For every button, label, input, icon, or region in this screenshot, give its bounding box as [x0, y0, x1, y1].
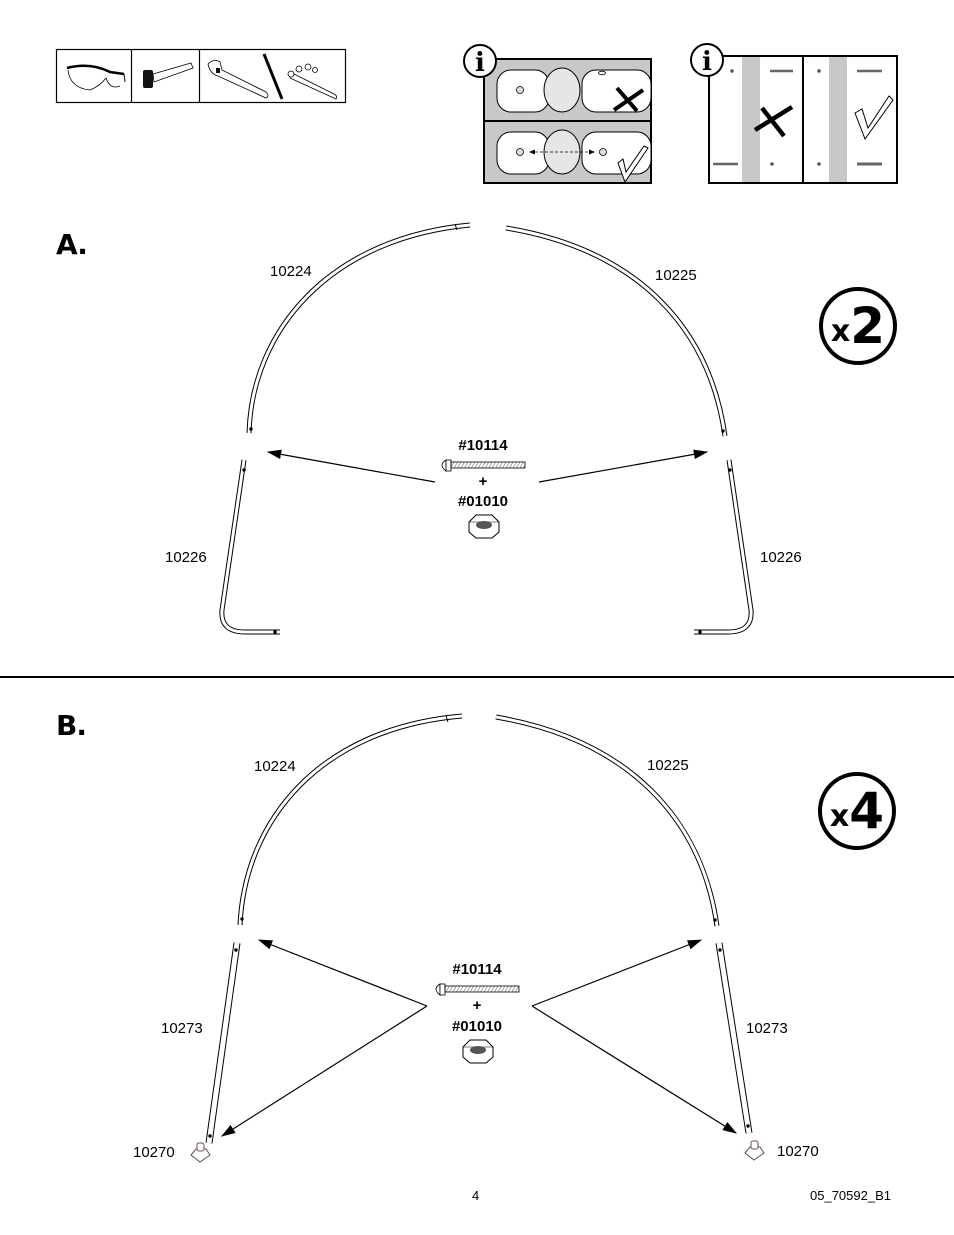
page-number: 4 — [472, 1188, 480, 1203]
foot-bracket-icon — [190, 1142, 211, 1163]
bolt-icon — [435, 983, 520, 996]
part-label-10224: 10224 — [254, 758, 296, 775]
step-a-label: A. — [56, 228, 88, 261]
step-a-tubes — [219, 222, 754, 635]
part-label-10226-left: 10226 — [165, 549, 207, 566]
svg-text:i: i — [475, 48, 485, 78]
mallet-icon — [143, 62, 194, 88]
check-mark-icon — [854, 95, 894, 141]
part-label-10225: 10225 — [647, 757, 689, 774]
nut-part-number: #01010 — [457, 493, 509, 510]
step-b-label: B. — [56, 709, 87, 742]
step-b-tubes — [205, 713, 753, 1144]
bolt-part-number: #10114 — [452, 961, 502, 978]
part-label-10273-left: 10273 — [161, 1020, 203, 1037]
tools-box — [55, 48, 347, 104]
multiplier-count: 2 — [850, 297, 886, 355]
info-icon: i — [690, 43, 724, 77]
x-mark-icon — [753, 105, 794, 138]
hex-nut-icon — [468, 514, 500, 539]
safety-glasses-icon — [66, 64, 126, 91]
plus-sign: + — [478, 473, 488, 490]
plus-sign: + — [472, 997, 482, 1014]
socket-wrench-icon — [287, 63, 338, 100]
multiplier-count: 4 — [849, 782, 885, 840]
part-label-10225: 10225 — [655, 267, 697, 284]
multiplier-x: x — [829, 798, 850, 834]
document-code: 05_70592_B1 — [810, 1188, 891, 1203]
part-label-10270-right: 10270 — [777, 1143, 819, 1160]
step-b-arrows — [220, 939, 738, 1137]
part-label-10273-right: 10273 — [746, 1020, 788, 1037]
hex-nut-icon — [462, 1039, 494, 1064]
part-label-10226-right: 10226 — [760, 549, 802, 566]
foot-bracket-icon — [744, 1140, 765, 1161]
check-mark-icon — [617, 145, 649, 184]
info-panel-bolt-orientation — [708, 55, 898, 184]
nut-part-number: #01010 — [451, 1018, 503, 1035]
step-a-arrows — [266, 449, 709, 483]
svg-text:i: i — [702, 47, 712, 77]
part-label-10224: 10224 — [270, 263, 312, 280]
info-panel-hole-alignment — [483, 58, 652, 184]
bolt-icon — [441, 459, 526, 472]
bolt-part-number: #10114 — [458, 437, 508, 454]
multiplier-x: x — [830, 313, 851, 349]
part-label-10270-left: 10270 — [133, 1144, 175, 1161]
adjustable-wrench-icon — [207, 60, 269, 99]
info-icon: i — [463, 44, 497, 78]
x-mark-icon — [612, 86, 645, 113]
